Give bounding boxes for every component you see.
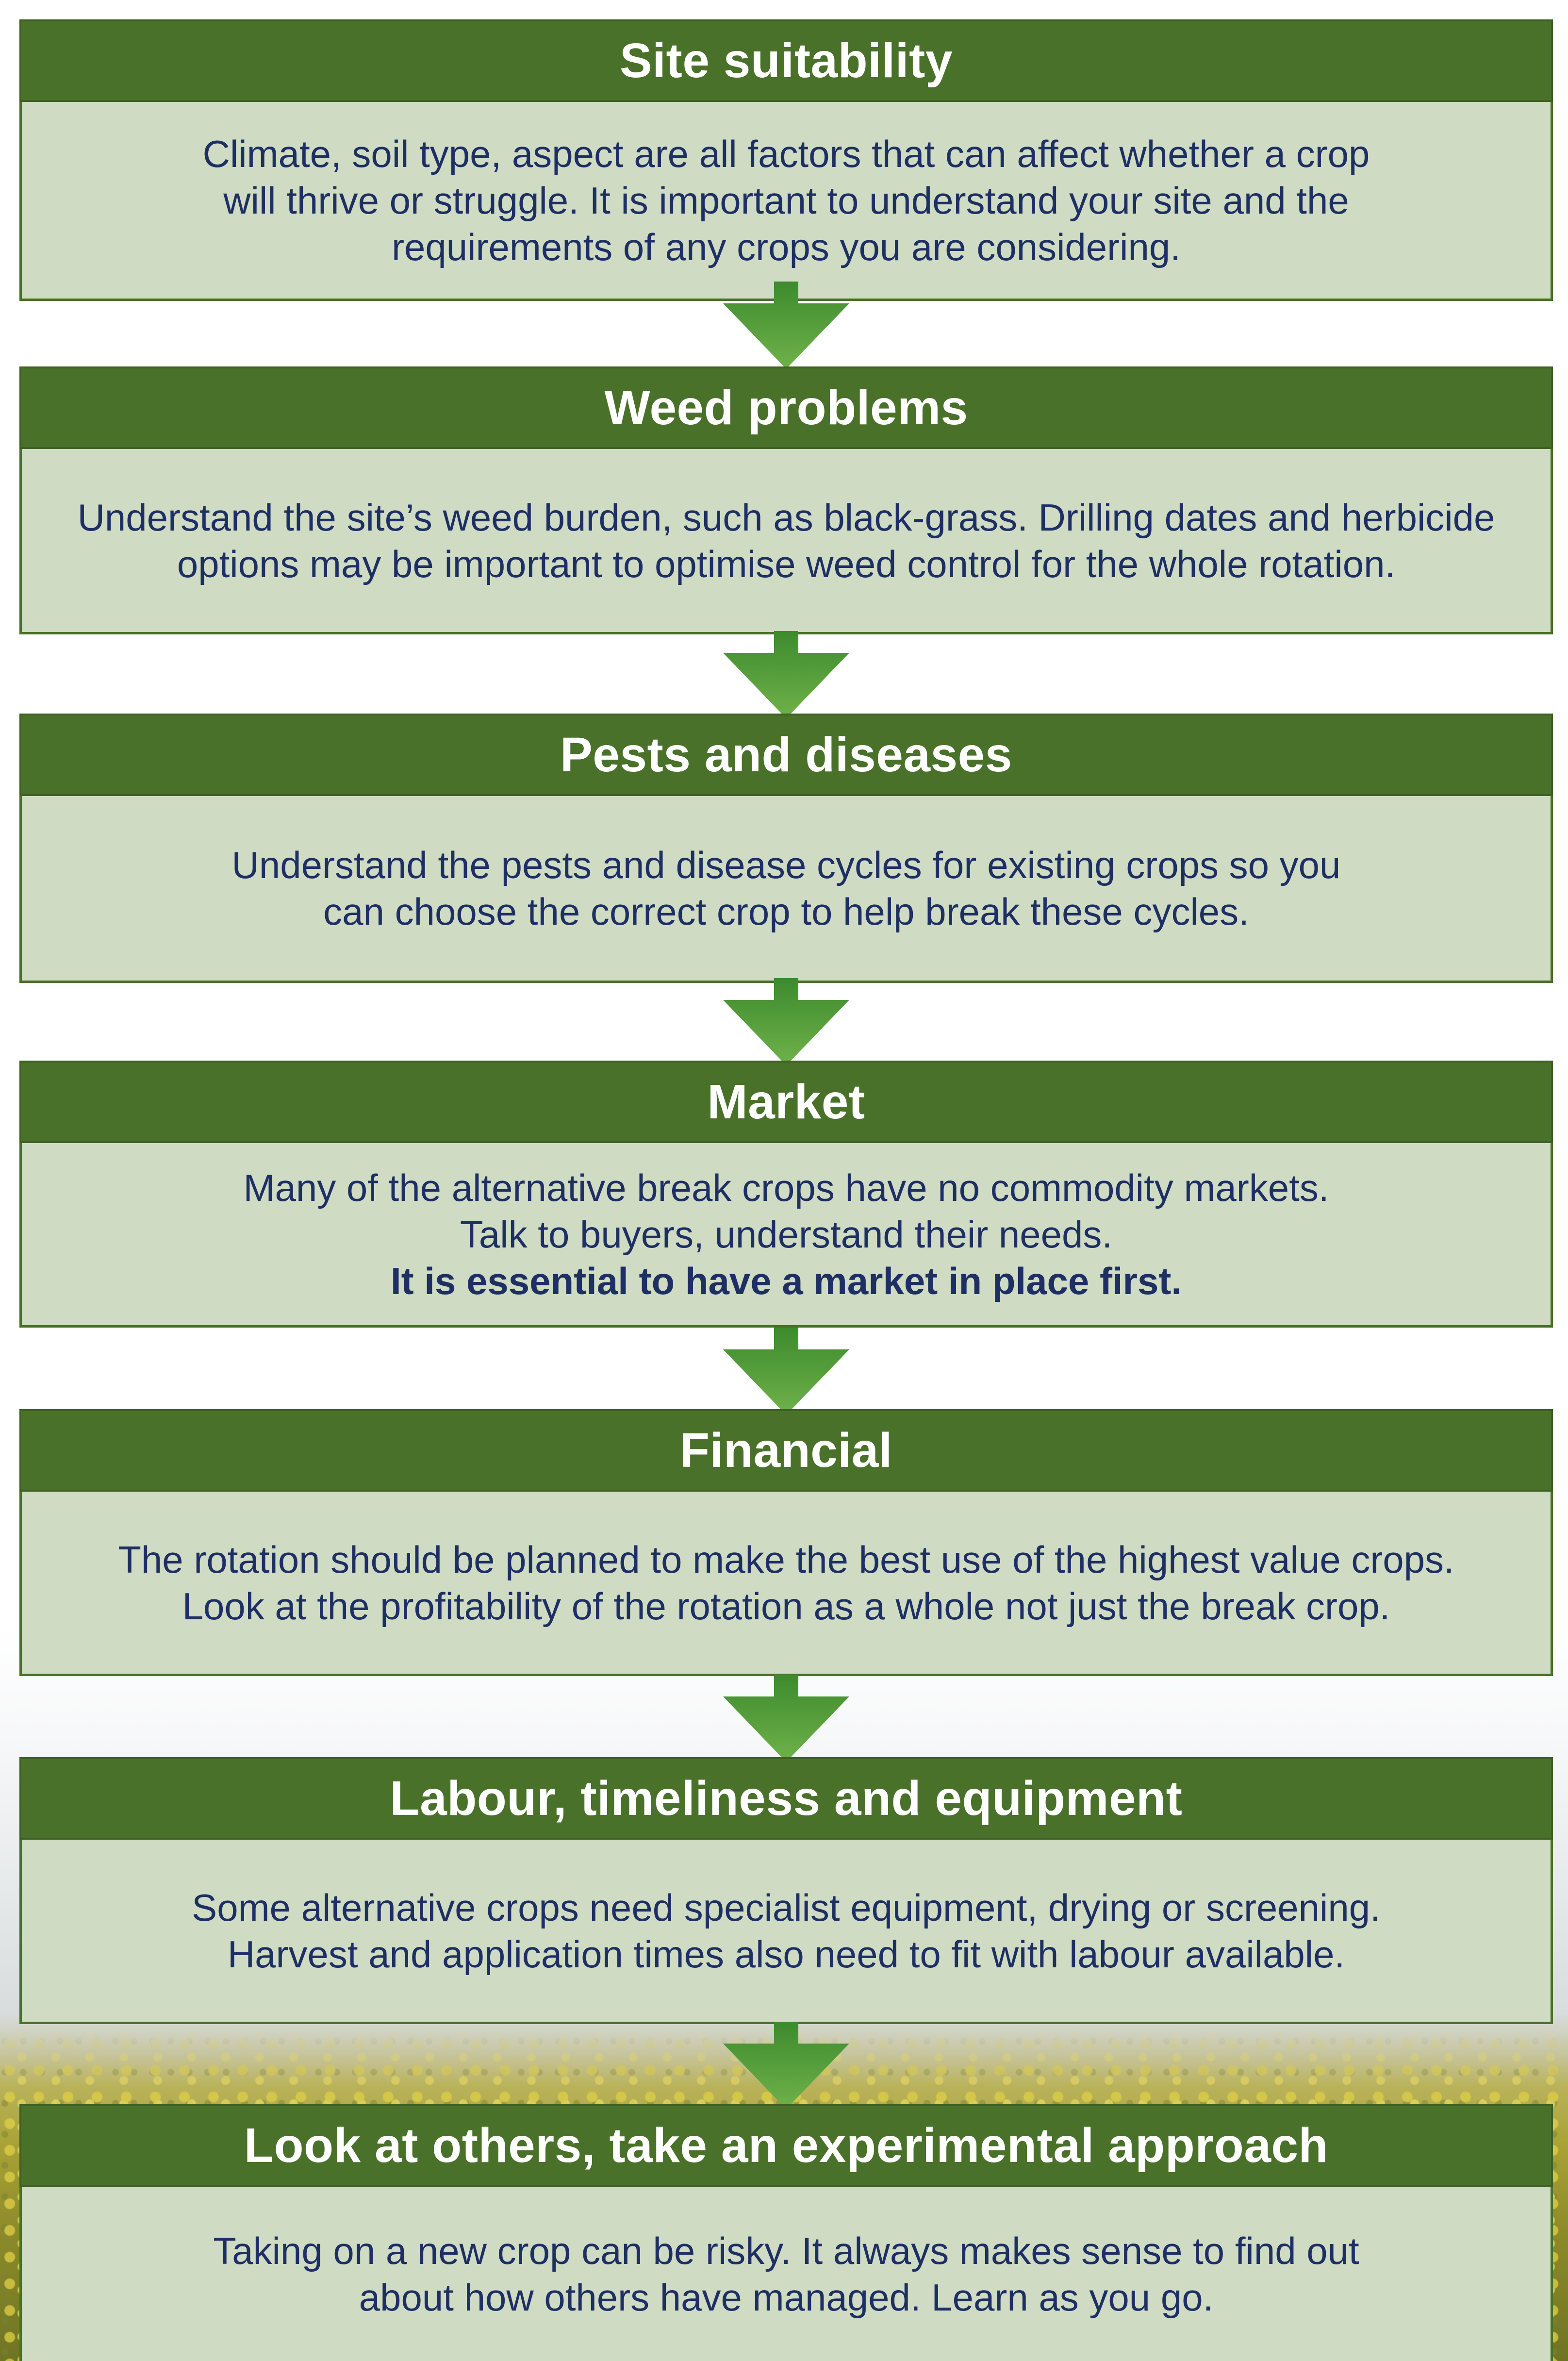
down-arrow-icon [723, 1328, 849, 1415]
step-title: Financial [19, 1409, 1553, 1492]
description-line: can choose the correct crop to help brea… [323, 890, 1249, 933]
down-arrow-icon [723, 631, 849, 718]
step-description: Many of the alternative break crops have… [19, 1143, 1553, 1328]
description-line: will thrive or struggle. It is important… [223, 179, 1349, 222]
down-arrow-icon [723, 282, 849, 369]
step-description: Some alternative crops need specialist e… [19, 1840, 1553, 2024]
step-title: Weed problems [19, 366, 1553, 449]
description-line: Many of the alternative break crops have… [243, 1166, 1329, 1209]
step-description: Taking on a new crop can be risky. It al… [19, 2187, 1553, 2361]
step-title: Market [19, 1061, 1553, 1143]
description-line: Taking on a new crop can be risky. It al… [213, 2229, 1359, 2272]
step-description: The rotation should be planned to make t… [19, 1492, 1553, 1676]
step-look-at-others: Look at others, take an experimental app… [19, 2104, 1553, 2361]
down-arrow-icon [723, 1675, 849, 1762]
down-arrow-icon [723, 2022, 849, 2109]
step-market: Market Many of the alternative break cro… [19, 1061, 1553, 1328]
step-description: Climate, soil type, aspect are all facto… [19, 102, 1553, 301]
down-arrow-icon [723, 978, 849, 1065]
description-line: requirements of any crops you are consid… [392, 225, 1181, 268]
step-description: Understand the site’s weed burden, such … [19, 449, 1553, 634]
description-line: Some alternative crops need specialist e… [192, 1886, 1381, 1929]
step-pests-and-diseases: Pests and diseases Understand the pests … [19, 714, 1553, 983]
description-line: Climate, soil type, aspect are all facto… [202, 132, 1370, 175]
step-title: Look at others, take an experimental app… [19, 2104, 1553, 2187]
step-title: Pests and diseases [19, 714, 1553, 796]
description-line: about how others have managed. Learn as … [359, 2276, 1214, 2319]
step-description: Understand the pests and disease cycles … [19, 796, 1553, 983]
description-line: The rotation should be planned to make t… [118, 1538, 1454, 1581]
step-title: Site suitability [19, 19, 1553, 102]
step-weed-problems: Weed problems Understand the site’s weed… [19, 366, 1553, 634]
step-title: Labour, timeliness and equipment [19, 1757, 1553, 1840]
step-labour-timeliness-equipment: Labour, timeliness and equipment Some al… [19, 1757, 1553, 2024]
description-line: Harvest and application times also need … [227, 1932, 1345, 1976]
description-line: Look at the profitability of the rotatio… [182, 1584, 1390, 1628]
emphasis-line: It is essential to have a market in plac… [390, 1259, 1182, 1302]
description-line: Understand the pests and disease cycles … [231, 844, 1341, 886]
description-line: Talk to buyers, understand their needs. [460, 1213, 1113, 1256]
description-line: options may be important to optimise wee… [177, 542, 1396, 585]
description-line: Understand the site’s weed burden, such … [77, 496, 1495, 539]
step-financial: Financial The rotation should be planned… [19, 1409, 1553, 1676]
step-site-suitability: Site suitability Climate, soil type, asp… [19, 19, 1553, 301]
